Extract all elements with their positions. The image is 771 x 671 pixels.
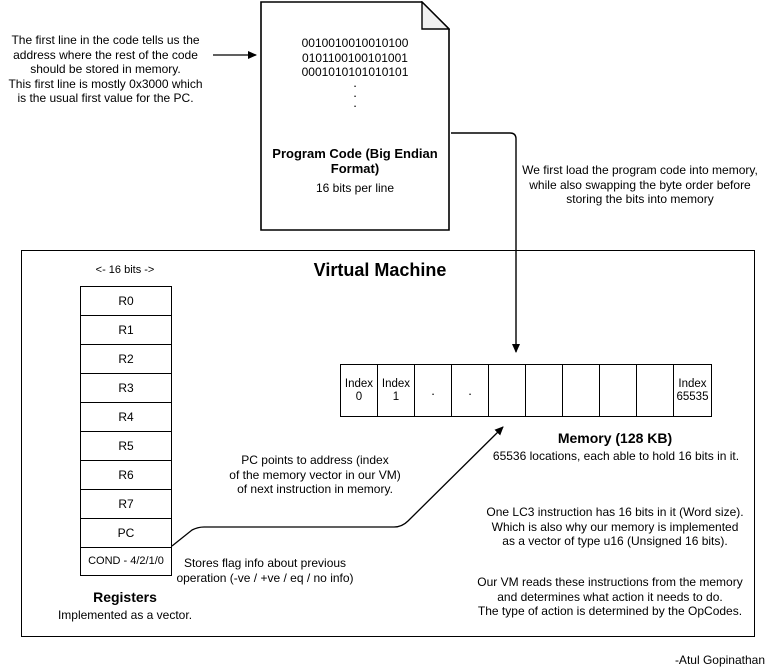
load-program-note-text: We first load the program code into memo…	[522, 163, 758, 206]
memory-cell-ellipsis-1: .	[415, 365, 452, 416]
register-cell-r7: R7	[81, 490, 171, 519]
lc3-word-size-note-text: One LC3 instruction has 16 bits in it (W…	[486, 505, 744, 548]
virtual-machine-title: Virtual Machine	[313, 260, 447, 280]
memory-cell-empty-3	[563, 365, 600, 416]
memory-cell-empty-2	[526, 365, 563, 416]
intro-note-text: The first line in the code tells us the …	[8, 33, 203, 105]
register-stack: R0 R1 R2 R3 R4 R5 R6 R7 PC COND - 4/2/1/…	[80, 286, 172, 576]
cond-flag-note-text: Stores flag info about previous operatio…	[176, 556, 354, 585]
program-code-ellipsis: . . .	[353, 75, 357, 110]
register-cell-r2: R2	[81, 345, 171, 374]
register-cell-r4: R4	[81, 403, 171, 432]
memory-cell-ellipsis-2: .	[452, 365, 489, 416]
register-cell-r3: R3	[81, 374, 171, 403]
memory-title: Memory (128 KB)	[557, 430, 673, 446]
memory-cell-index-1: Index 1	[378, 365, 415, 416]
registers-subtitle: Implemented as a vector.	[57, 608, 193, 622]
author-signature: -Atul Gopinathan	[674, 653, 765, 667]
memory-subtitle: 65536 locations, each able to hold 16 bi…	[492, 449, 740, 463]
pc-pointer-note-text: PC points to address (index of the memor…	[229, 453, 401, 496]
register-cell-r6: R6	[81, 461, 171, 490]
program-code-document-shape	[260, 1, 450, 231]
register-cell-r5: R5	[81, 432, 171, 461]
memory-cell-index-0: Index 0	[341, 365, 378, 416]
memory-cell-empty-4	[600, 365, 637, 416]
register-cell-r0: R0	[81, 287, 171, 316]
program-code-subtitle: 16 bits per line	[315, 181, 395, 195]
register-cell-pc: PC	[81, 519, 171, 548]
register-width-label: <- 16 bits ->	[95, 264, 155, 276]
program-code-title: Program Code (Big Endian Format)	[272, 146, 438, 176]
memory-cell-index-65535: Index 65535	[674, 365, 711, 416]
memory-cell-empty-1	[489, 365, 526, 416]
registers-title: Registers	[93, 589, 157, 605]
register-cell-cond: COND - 4/2/1/0	[81, 548, 171, 575]
opcode-note-text: Our VM reads these instructions from the…	[477, 575, 743, 618]
memory-cell-empty-5	[637, 365, 674, 416]
register-cell-r1: R1	[81, 316, 171, 345]
memory-vector: Index 0 Index 1 . . Index 65535	[340, 364, 712, 417]
virtual-machine-boundary	[21, 250, 755, 637]
program-code-binary-lines: 0010010010010100 0101100100101001 000101…	[301, 36, 409, 79]
